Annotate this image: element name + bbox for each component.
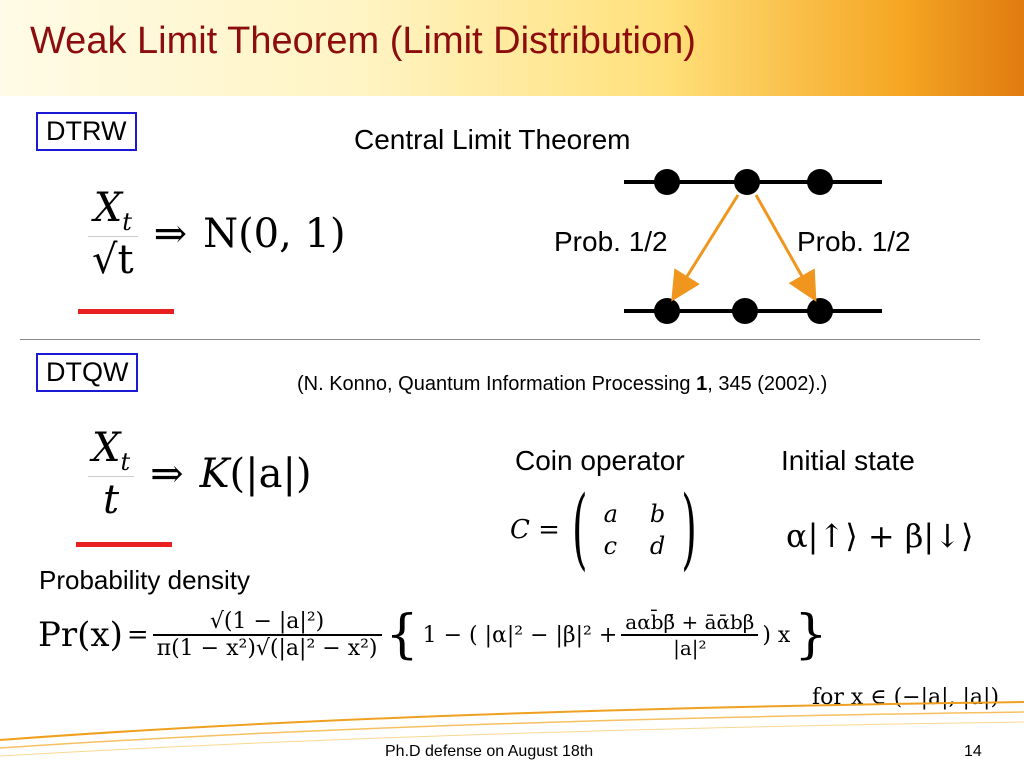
top-node-left	[654, 169, 680, 195]
limit-k-arg: (|a|)	[229, 451, 312, 497]
implies-arrow: ⇒	[153, 211, 188, 257]
arrow-right	[754, 194, 817, 302]
dtqw-fraction: Xt t	[88, 425, 135, 523]
bottom-node-right	[807, 298, 833, 324]
page-number: 14	[964, 743, 982, 760]
density-formula: Pr(x) = √(1 − |a|²) π(1 − x²)√(|a|² − x²…	[38, 605, 828, 665]
pr-lhs: Pr(x)	[38, 615, 123, 655]
pr-main-fraction: √(1 − |a|²) π(1 − x²)√(|a|² − x²)	[152, 609, 382, 661]
footer-decoration	[0, 701, 1024, 757]
density-label: Probability density	[39, 565, 250, 595]
initial-state-label: Initial state	[781, 445, 915, 476]
dtqw-label: DTQW	[36, 353, 139, 392]
arrow-left	[671, 194, 740, 302]
dtqw-formula: Xt t ⇒ K (|a|)	[88, 425, 312, 523]
bottom-node-center	[732, 298, 758, 324]
top-node-right	[807, 169, 833, 195]
section-divider	[20, 339, 980, 340]
prob-left-label: Prob. 1/2	[554, 226, 668, 257]
coin-operator-label: Coin operator	[515, 445, 685, 476]
dtrw-highlight-bar	[78, 309, 174, 314]
top-node-center	[734, 169, 760, 195]
prob-right-label: Prob. 1/2	[797, 226, 911, 257]
dtrw-fraction: Xt √t	[88, 185, 138, 283]
pr-inner-fraction: aαb̄β̄ + āᾱbβ |a|²	[621, 610, 759, 660]
normal-dist: N(0, 1)	[203, 211, 346, 257]
dtrw-formula: Xt √t ⇒ N(0, 1)	[88, 185, 346, 283]
limit-k: K	[199, 451, 230, 497]
konno-reference: (N. Konno, Quantum Information Processin…	[297, 373, 828, 395]
dtrw-label: DTRW	[36, 112, 137, 151]
slide-title: Weak Limit Theorem (Limit Distribution)	[30, 20, 696, 62]
header-band	[0, 0, 1024, 96]
bottom-node-left	[654, 298, 680, 324]
footer-text: Ph.D defense on August 18th	[385, 743, 594, 760]
clt-heading: Central Limit Theorem	[354, 124, 631, 155]
implies-arrow: ⇒	[150, 451, 184, 497]
random-walk-diagram	[624, 169, 882, 324]
dtqw-highlight-bar	[76, 542, 172, 547]
initial-state-formula: α|↑⟩ + β|↓⟩	[786, 517, 974, 555]
